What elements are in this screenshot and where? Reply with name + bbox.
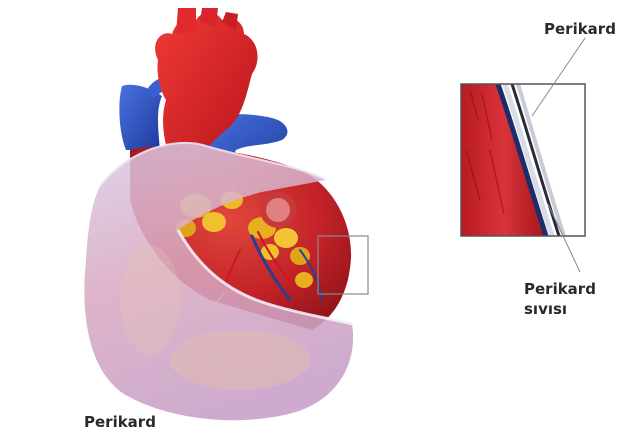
heart-pericardium-label: Perikard	[84, 413, 156, 431]
inset-fluid-label-line2: sıvısı	[524, 300, 567, 318]
inset-pericardium-label: Perikard	[544, 20, 616, 38]
inset-fluid-label-line1: Perikard	[524, 280, 596, 298]
inset-magnified-view	[461, 84, 585, 236]
